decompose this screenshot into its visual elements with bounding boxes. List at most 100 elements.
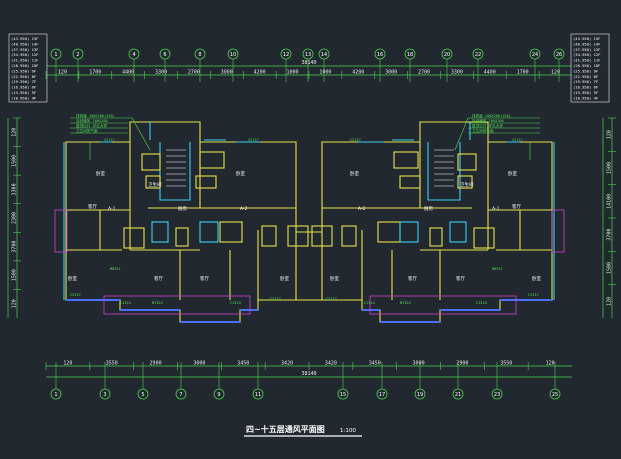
svg-text:C1514: C1514 <box>230 301 241 305</box>
axis-bubble <box>175 388 187 400</box>
axis-bubble <box>491 388 503 400</box>
axis-label: 10 <box>230 52 236 58</box>
dimension-value: 3450 <box>237 361 249 367</box>
dimension-value: 120 <box>551 70 560 76</box>
dimension-value: 1500 <box>12 155 18 167</box>
room-label: 客厅 <box>154 275 163 282</box>
axis-bubble <box>50 48 62 60</box>
axis-bubble <box>452 388 464 400</box>
axis-bubble <box>302 48 314 60</box>
building-outline <box>54 121 565 323</box>
elevation-entry: (25.950) 9F <box>11 68 37 73</box>
axis-bubble <box>137 388 149 400</box>
elevation-entry: (16.950) 6F <box>11 85 37 90</box>
room-label: 卧室 <box>508 170 517 177</box>
axis-label: 24 <box>532 52 538 58</box>
bottom-total-dimension: 38140 <box>301 371 316 377</box>
axis-label: 4 <box>132 52 135 58</box>
svg-text:C2117: C2117 <box>104 138 115 142</box>
dimension-value: 120 <box>12 299 18 308</box>
svg-text:M1324: M1324 <box>400 301 411 305</box>
svg-text:排风道 200X200(150): 排风道 200X200(150) <box>472 113 511 118</box>
room-label: 卧室 <box>280 275 289 282</box>
dimension-value: 3300 <box>155 70 167 76</box>
axis-label: 5 <box>141 392 144 398</box>
axis-bubble <box>99 388 111 400</box>
room-label: 客厅 <box>512 203 521 210</box>
axis-label: 19 <box>417 392 423 398</box>
room-labels: 卧室 卧室 卧室 卧室 客厅 客厅 A-1 A-2 A-2 A-1 卧室 客厅 … <box>68 170 541 282</box>
dimension-value: 3000 <box>221 70 233 76</box>
svg-text:M1324: M1324 <box>152 301 163 305</box>
axis-bubble <box>404 48 416 60</box>
axis-label: 13 <box>305 52 311 58</box>
axis-bubble <box>72 48 84 60</box>
axis-bubble <box>472 48 484 60</box>
svg-text:自然通风 200X200: 自然通风 200X200 <box>76 118 108 123</box>
room-label: 客厅 <box>408 275 417 282</box>
axis-label: 8 <box>198 52 201 58</box>
svg-text:M0921: M0921 <box>492 267 503 271</box>
elevation-entry: (19.950) 7F <box>573 79 599 84</box>
dimension-value: 120 <box>607 297 613 306</box>
dimension-value: 120 <box>607 130 613 139</box>
elevation-entry: (25.950) 9F <box>573 68 599 73</box>
elevation-entry: (13.950) 5F <box>573 90 599 95</box>
elevation-frame <box>570 33 610 103</box>
axis-bubble <box>529 48 541 60</box>
axis-label: 1 <box>54 52 57 58</box>
dimension-value: 3450 <box>369 361 381 367</box>
dimension-value: 3420 <box>325 361 337 367</box>
elevation-table-left: (43.950) 15F(40.950) 14F(37.950) 13F(34.… <box>8 33 48 103</box>
elevation-entry: (31.950) 11F <box>11 58 39 63</box>
elevation-entry: (40.950) 14F <box>573 41 601 46</box>
dimension-value: 1700 <box>517 70 529 76</box>
room-label: 卧室 <box>96 170 105 177</box>
dimension-value: 2700 <box>418 70 430 76</box>
svg-text:屋顶出口 详见大样: 屋顶出口 详见大样 <box>472 123 503 128</box>
dimension-value: 2900 <box>456 361 468 367</box>
axis-label: 6 <box>163 52 166 58</box>
elevation-entry: (37.950) 13F <box>573 47 601 52</box>
elevation-entry: (22.950) 8F <box>573 74 599 79</box>
axis-label: 15 <box>340 392 346 398</box>
axis-bubble <box>194 48 206 60</box>
elevation-table-right: (43.950) 15F(40.950) 14F(37.950) 13F(34.… <box>570 33 610 103</box>
svg-text:卫生间排气扇: 卫生间排气扇 <box>472 128 494 133</box>
unit-label: A-2 <box>240 206 248 212</box>
elevation-entry: (28.950) 10F <box>11 63 39 68</box>
dimension-value: 3420 <box>281 361 293 367</box>
dimension-value: 2300 <box>12 212 18 224</box>
axis-label: 16 <box>377 52 383 58</box>
elevation-entry: (43.950) 15F <box>573 36 601 41</box>
room-label: 卧室 <box>330 275 339 282</box>
axis-label: 14 <box>321 52 327 58</box>
axis-bubble <box>128 48 140 60</box>
unit-label: A-2 <box>358 206 366 212</box>
elevation-entry: (10.950) 4F <box>11 95 37 100</box>
window-tags: C2117 C2117 C2117 C2117 C1514 C1514 C151… <box>70 138 539 305</box>
axis-label: 17 <box>379 392 385 398</box>
axis-label: 2 <box>76 52 79 58</box>
axis-label: 25 <box>552 392 558 398</box>
svg-text:C1514: C1514 <box>364 301 375 305</box>
elevation-entry: (10.950) 4F <box>573 95 599 100</box>
axis-bubble <box>318 48 330 60</box>
svg-text:排风道 200X200(150): 排风道 200X200(150) <box>76 113 115 118</box>
elevation-entry: (31.950) 11F <box>573 58 601 63</box>
svg-text:C1514: C1514 <box>476 301 487 305</box>
room-label: 客厅 <box>456 275 465 282</box>
room-label: 卧室 <box>68 275 77 282</box>
dimension-value: 3550 <box>106 361 118 367</box>
axis-label: 21 <box>455 392 461 398</box>
dimension-value: 3550 <box>500 361 512 367</box>
elevation-entry: (16.950) 6F <box>573 85 599 90</box>
room-label: 卫生间 <box>460 181 474 188</box>
dimension-value: 120 <box>58 70 67 76</box>
dimension-value: 1000 <box>287 70 299 76</box>
unit-label: A-1 <box>108 206 116 212</box>
room-label: 客厅 <box>200 275 209 282</box>
